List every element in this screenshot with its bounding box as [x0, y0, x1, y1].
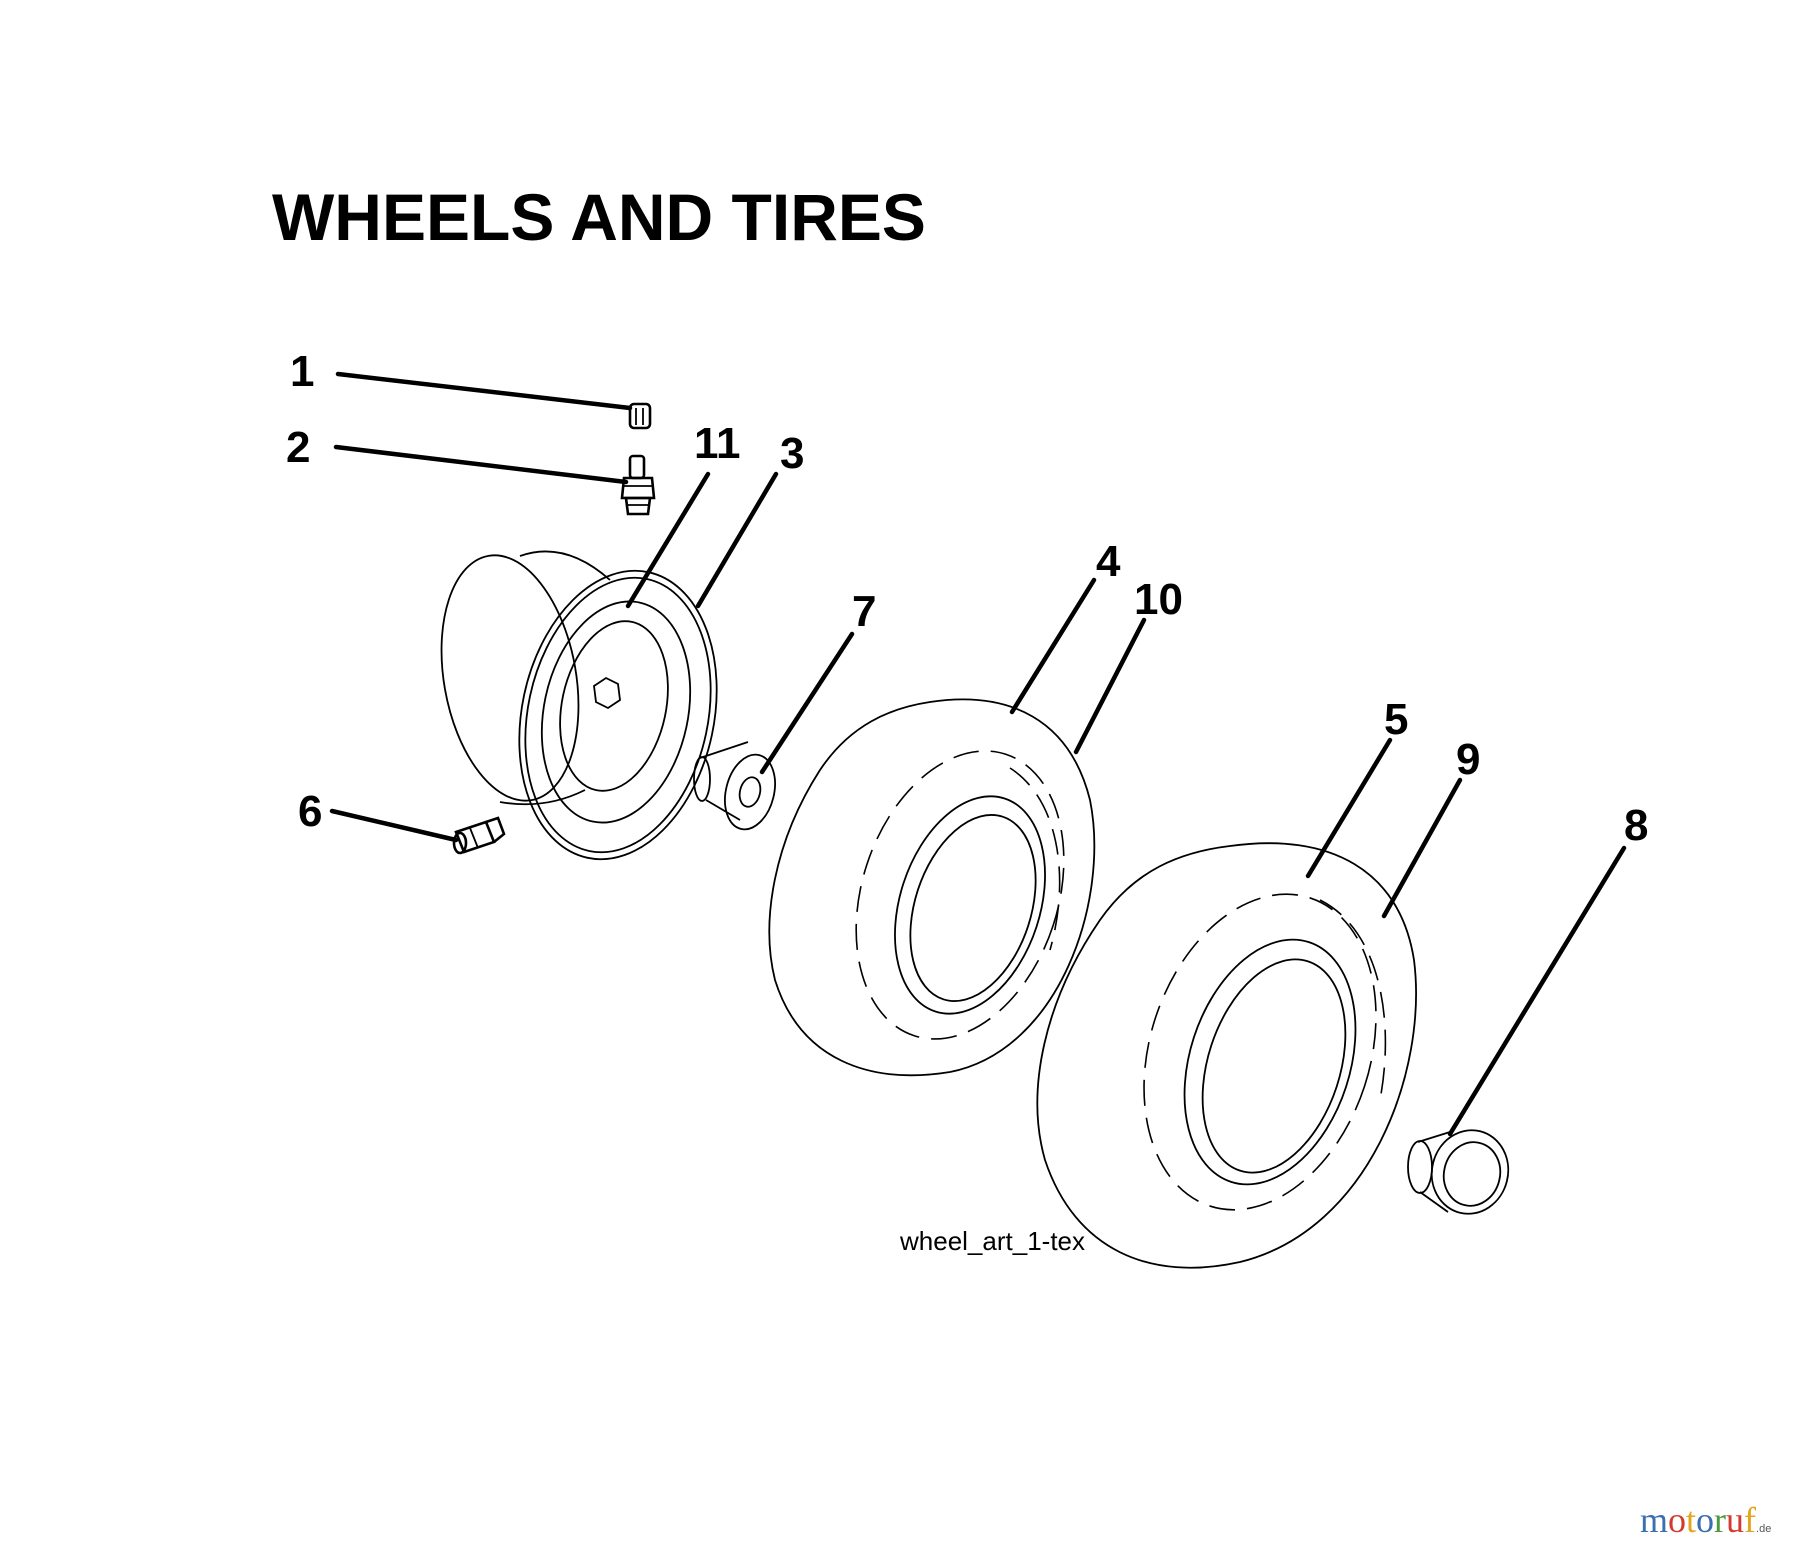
callout-9: 9 — [1456, 735, 1480, 784]
leader-6 — [329, 808, 459, 843]
leader-5 — [1305, 737, 1393, 879]
leader-7 — [759, 631, 855, 775]
callout-10: 10 — [1134, 575, 1183, 624]
diagram-title: WHEELS AND TIRES — [272, 180, 926, 254]
callout-4: 4 — [1096, 537, 1121, 586]
part-wheel-rim — [440, 550, 718, 861]
leader-11 — [625, 471, 711, 609]
part-grease-fitting — [452, 816, 506, 855]
callout-6: 6 — [298, 787, 322, 836]
callout-3: 3 — [780, 429, 804, 478]
callout-labels: 1 2 11 3 4 10 7 6 5 9 8 — [286, 347, 1648, 850]
callout-8: 8 — [1624, 801, 1648, 850]
leader-1 — [335, 371, 633, 411]
callout-7: 7 — [852, 587, 876, 636]
callout-5: 5 — [1384, 695, 1408, 744]
callout-11: 11 — [694, 419, 741, 468]
leader-9 — [1381, 777, 1463, 919]
part-tire-front — [768, 698, 1096, 1077]
leader-lines — [329, 371, 1627, 1137]
part-tire-rear — [1036, 842, 1417, 1269]
callout-2: 2 — [286, 423, 310, 472]
leader-4 — [1009, 577, 1097, 715]
part-valve-stem — [620, 454, 656, 516]
leader-10 — [1073, 617, 1147, 755]
leader-8 — [1447, 845, 1627, 1137]
callout-1: 1 — [290, 347, 314, 396]
watermark-text: motoruf.de — [1640, 1500, 1771, 1540]
part-valve-cap — [628, 402, 652, 430]
part-bushing — [693, 741, 776, 831]
watermark-logo: motoruf.de — [1640, 1500, 1771, 1540]
leader-3 — [695, 471, 779, 609]
part-hub-cap — [1407, 1129, 1510, 1215]
art-reference-label: wheel_art_1-tex — [899, 1226, 1085, 1256]
leader-2 — [333, 444, 629, 485]
